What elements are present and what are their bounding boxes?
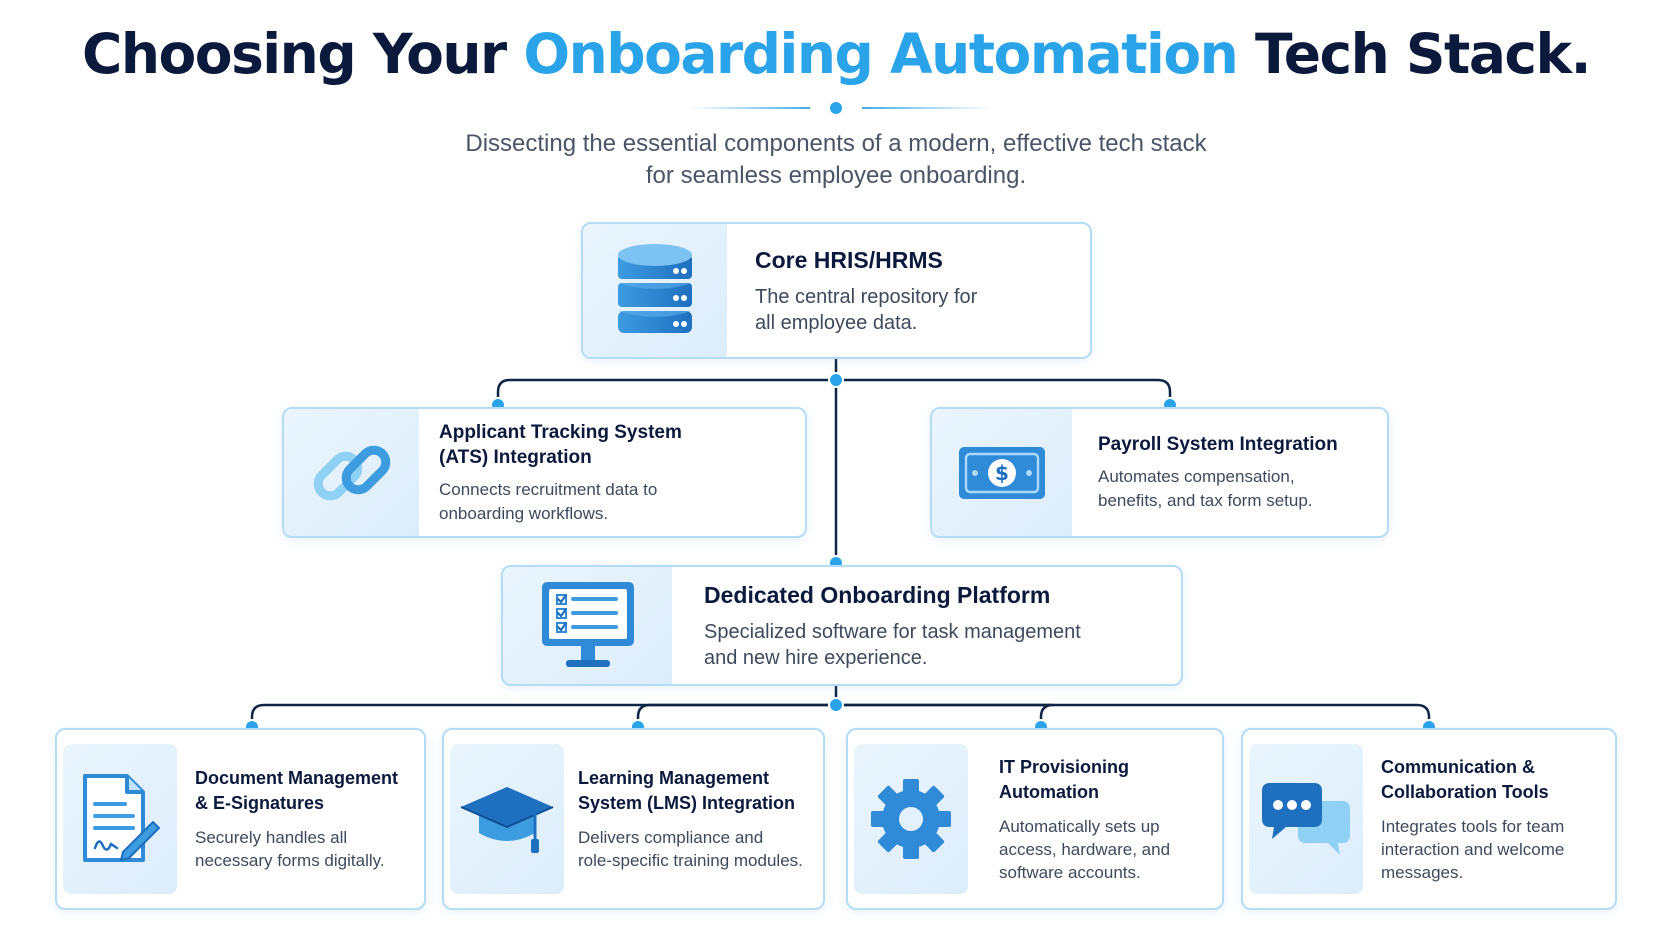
lms-desc-line-1: Delivers compliance and — [578, 828, 764, 847]
ats-title: Applicant Tracking System(ATS) Integrati… — [439, 421, 682, 468]
checklist-monitor-icon — [503, 567, 672, 684]
node-dot-core — [828, 372, 844, 388]
docs-title: Document Management& E-Signatures — [195, 768, 399, 813]
ats-desc-line-1: Connects recruitment data to — [439, 479, 658, 499]
connector-platform-it — [834, 703, 1055, 729]
card-communication-tools: Communication &Collaboration Tools Integ… — [1241, 728, 1617, 910]
card-core-hris: Core HRIS/HRMS The central repository fo… — [581, 222, 1092, 359]
docs-desc-line-1: Securely handles all — [195, 828, 348, 847]
lms-desc-line-2: role-specific training modules. — [578, 851, 803, 870]
title-start: Choosing Your — [81, 22, 524, 86]
card-payroll-integration: $ Payroll System Integration Automates c… — [930, 407, 1389, 538]
payroll-desc-line-1: Automates compensation, — [1098, 467, 1295, 486]
dollar-bill-icon: $ — [932, 409, 1072, 536]
card-onboarding-platform: Dedicated Onboarding Platform Specialize… — [501, 565, 1183, 686]
card-ats-integration: Applicant Tracking System(ATS) Integrati… — [282, 407, 807, 538]
chain-link-icon — [284, 409, 419, 536]
graduation-cap-icon — [450, 744, 564, 894]
connector-platform-docs — [250, 703, 838, 729]
svg-text:$: $ — [995, 461, 1009, 485]
platform-desc-line-2: and new hire experience. — [704, 646, 928, 669]
comms-title: Communication &Collaboration Tools — [1381, 756, 1549, 802]
page-title: Choosing Your Onboarding Automation Tech… — [0, 22, 1672, 86]
it-desc-line-3: software accounts. — [999, 862, 1141, 882]
gear-icon — [854, 744, 968, 894]
subtitle-line-2: for seamless employee onboarding. — [645, 162, 1027, 189]
subtitle: Dissecting the essential components of a… — [0, 128, 1672, 192]
chat-bubbles-icon — [1249, 744, 1363, 894]
payroll-title: Payroll System Integration — [1098, 434, 1338, 455]
ats-desc-line-2: onboarding workflows. — [439, 503, 609, 523]
connector-platform-comms — [834, 703, 1431, 729]
it-desc-line-1: Automatically sets up — [999, 816, 1160, 836]
database-icon — [583, 224, 727, 357]
card-document-management: Document Management& E-Signatures Secure… — [55, 728, 426, 910]
payroll-desc-line-2: benefits, and tax form setup. — [1098, 491, 1313, 510]
connector-core-ats — [496, 378, 838, 408]
title-divider — [690, 102, 990, 114]
platform-title: Dedicated Onboarding Platform — [704, 581, 1051, 608]
comms-desc-line-1: Integrates tools for team — [1381, 816, 1565, 836]
signed-document-icon — [63, 744, 177, 894]
title-accent: Onboarding Automation — [523, 22, 1239, 86]
connector-platform-lms — [636, 703, 838, 729]
connector-core-payroll — [834, 378, 1172, 408]
core-desc-line-2: all employee data. — [755, 311, 918, 334]
subtitle-line-1: Dissecting the essential components of a… — [465, 130, 1207, 157]
core-title: Core HRIS/HRMS — [755, 246, 943, 273]
comms-desc-line-3: messages. — [1381, 862, 1464, 882]
platform-desc-line-1: Specialized software for task management — [704, 620, 1081, 643]
it-desc-line-2: access, hardware, and — [999, 839, 1171, 859]
node-dot-platform-bottom — [828, 697, 844, 713]
core-desc-line-1: The central repository for — [755, 285, 978, 308]
title-end: Tech Stack. — [1237, 22, 1592, 86]
comms-desc-line-2: interaction and welcome — [1381, 839, 1565, 859]
docs-desc-line-2: necessary forms digitally. — [195, 851, 385, 870]
